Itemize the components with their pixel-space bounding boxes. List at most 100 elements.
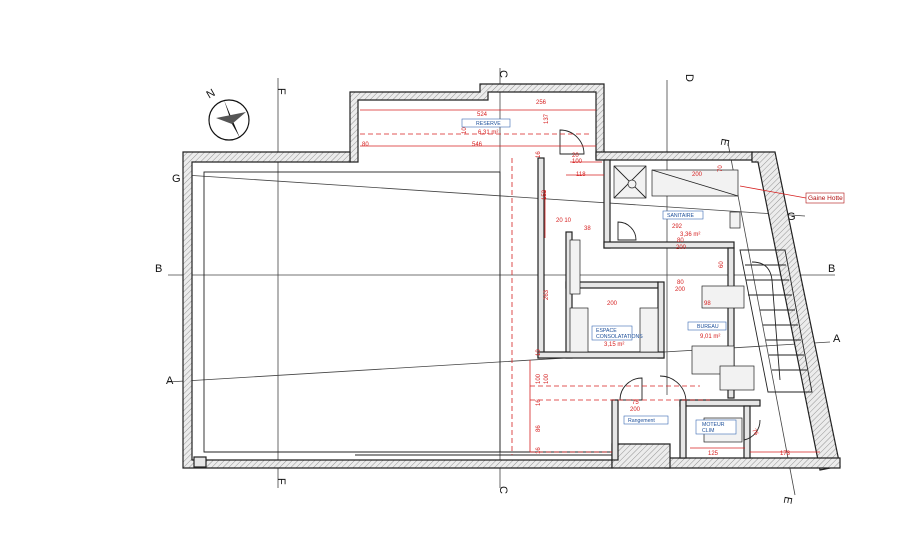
reference-lines bbox=[360, 109, 820, 455]
axis-markers: F F C C D E E G G B B A A bbox=[155, 70, 841, 505]
desk-top bbox=[701, 285, 745, 309]
axis-label-d-top: D bbox=[683, 74, 695, 82]
dim: 100 bbox=[536, 373, 542, 384]
desk-chair bbox=[719, 365, 755, 391]
dim: 173 bbox=[780, 451, 791, 457]
partition-moteur-top bbox=[679, 399, 761, 407]
dim: 70 bbox=[718, 165, 724, 172]
grid-line-e bbox=[727, 142, 796, 496]
partition-moteur-right bbox=[743, 405, 751, 459]
dim: 200 bbox=[675, 287, 686, 293]
dim: 98 bbox=[704, 301, 711, 307]
sanitaire-fixtures bbox=[613, 165, 741, 229]
axis-label-a-right: A bbox=[833, 333, 841, 345]
axis-label-e-bottom: E bbox=[781, 495, 794, 504]
dim: 38 bbox=[584, 226, 591, 232]
partition-espace-bottom bbox=[537, 351, 665, 359]
room-area-espace: 3,15 m² bbox=[604, 342, 624, 348]
dim: 200 bbox=[676, 245, 687, 251]
rangement-door-icon bbox=[619, 377, 643, 401]
hall-area bbox=[203, 171, 501, 453]
dimensions: 524 256 546 137 10 80 16 20 100 118 200 … bbox=[362, 100, 791, 457]
dim: 60 bbox=[719, 261, 725, 268]
dim: 200 bbox=[630, 407, 641, 413]
bottom-right-wall bbox=[665, 457, 841, 469]
axis-label-f-top: F bbox=[275, 88, 287, 95]
partition-moteur-left bbox=[679, 399, 687, 459]
gaine-callout: Gaine Hotte bbox=[739, 185, 845, 204]
partition-bureau-right bbox=[727, 247, 735, 399]
dim: 20 10 bbox=[556, 218, 572, 224]
dim: 292 bbox=[672, 224, 683, 230]
dim: 20 bbox=[572, 153, 579, 159]
dim: 256 bbox=[536, 100, 547, 106]
room-label-rangement-box bbox=[623, 415, 669, 425]
dim: 86 bbox=[536, 425, 542, 432]
dim: 153 bbox=[542, 189, 548, 200]
toilet-icon bbox=[729, 211, 741, 229]
room-label-moteur-box bbox=[695, 419, 737, 435]
dim: 80 bbox=[677, 238, 684, 244]
room-area-reserve: 6,31 m² bbox=[478, 130, 498, 136]
room-area-sanitaire: 3,36 m² bbox=[680, 232, 700, 238]
dim: 10 bbox=[462, 127, 468, 134]
room-name-rangement: Rangement bbox=[628, 418, 655, 424]
exterior-walls bbox=[182, 83, 841, 471]
partition-espace-right bbox=[657, 281, 665, 359]
partition-rangement-left bbox=[611, 399, 619, 461]
dim: 16 bbox=[536, 447, 542, 454]
dim: 118 bbox=[576, 172, 586, 178]
room-name-bureau: BUREAU bbox=[697, 324, 719, 330]
dim: 80 bbox=[677, 280, 684, 286]
moteur-door-icon bbox=[743, 419, 761, 441]
axis-label-g-left: G bbox=[172, 173, 181, 185]
dim: 125 bbox=[708, 451, 719, 457]
grid-lines bbox=[167, 68, 835, 496]
axis-label-c-bottom: C bbox=[497, 486, 509, 494]
bureau-door-icon bbox=[659, 375, 687, 403]
reserve-door-icon bbox=[559, 129, 585, 155]
north-arrow: N bbox=[204, 87, 250, 141]
dim: 76 bbox=[750, 428, 759, 437]
main-hall bbox=[203, 171, 612, 456]
dim: 16 bbox=[536, 151, 542, 158]
room-label-bureau-box bbox=[687, 321, 727, 331]
cabinet-a bbox=[569, 239, 581, 295]
axis-label-e-top: E bbox=[718, 137, 731, 146]
bottom-mid-wall bbox=[611, 443, 671, 469]
dim: 80 bbox=[362, 142, 369, 148]
staircase bbox=[739, 249, 813, 393]
dim: 263 bbox=[544, 289, 550, 300]
axis-label-c-top: C bbox=[497, 70, 509, 78]
room-label-espace-box bbox=[591, 325, 633, 341]
dim: 546 bbox=[472, 142, 483, 148]
room-name-reserve: RESERVE bbox=[476, 121, 501, 127]
sanitaire-door-icon bbox=[617, 221, 637, 241]
dim: 524 bbox=[477, 112, 488, 118]
cabinet-b bbox=[569, 307, 589, 353]
room-labels: RESERVE 6,31 m² SANITAIRE 3,36 m² ESPACE… bbox=[461, 118, 737, 435]
corner-post bbox=[193, 456, 207, 468]
axis-label-a-left: A bbox=[166, 375, 174, 387]
grid-line-g bbox=[184, 174, 806, 217]
axis-label-b-left: B bbox=[155, 263, 162, 275]
axis-label-g-right: G bbox=[787, 211, 796, 223]
room-area-bureau: 9,01 m² bbox=[700, 334, 720, 340]
room-label-reserve-box bbox=[461, 118, 511, 128]
room-label-sanitaire-box bbox=[662, 210, 704, 220]
axis-label-f-bottom: F bbox=[275, 478, 287, 485]
north-label: N bbox=[204, 87, 217, 101]
dim: 16 bbox=[536, 399, 542, 406]
cabinet-c bbox=[639, 307, 659, 353]
dim: 10 bbox=[536, 349, 542, 356]
gaine-callout-box bbox=[805, 192, 845, 204]
dim: 200 bbox=[692, 172, 703, 178]
reserve-wall bbox=[349, 83, 605, 163]
partition-sanitaire-left bbox=[603, 159, 611, 249]
dim: 75 bbox=[632, 400, 639, 406]
dim: 200 bbox=[607, 301, 618, 307]
main-wall-left bbox=[182, 151, 613, 469]
